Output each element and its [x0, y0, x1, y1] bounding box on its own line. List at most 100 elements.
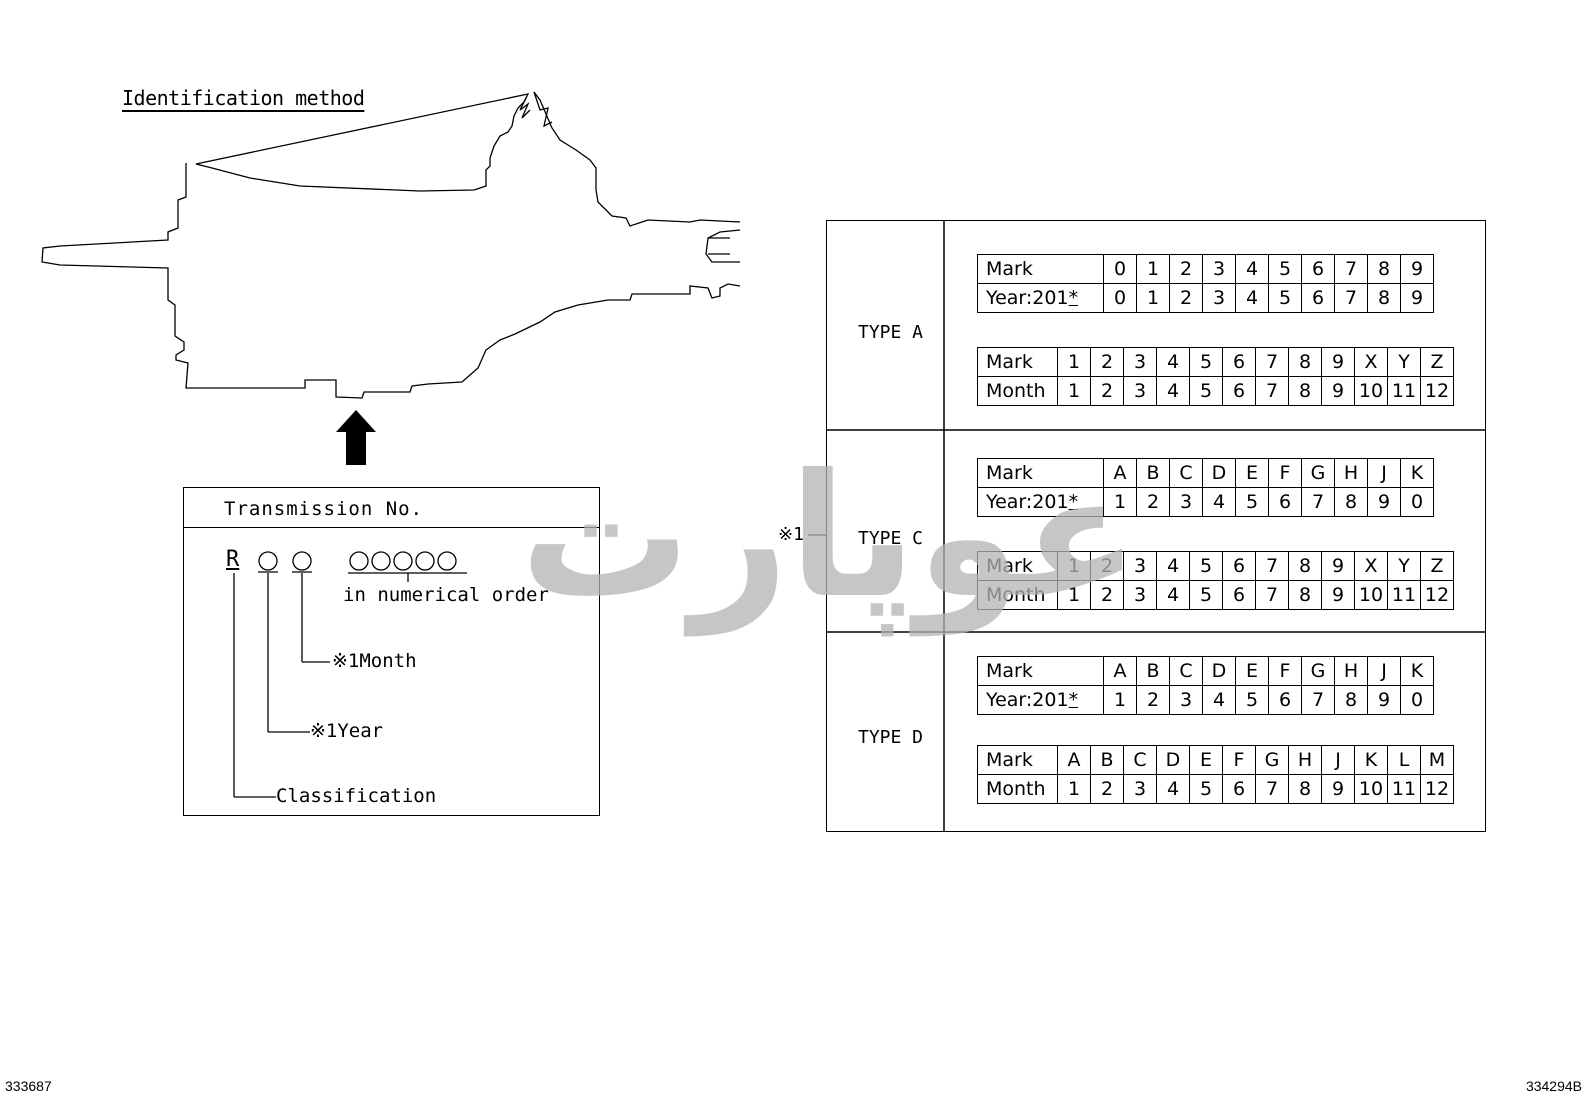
transmission-number-box: Transmission No.	[183, 487, 600, 816]
mark-row-label: Mark	[977, 656, 1104, 686]
table-cell: 8	[1334, 685, 1368, 715]
table-cell: 6	[1222, 347, 1256, 377]
table-cell: 9	[1321, 551, 1355, 581]
table-cell: 6	[1268, 685, 1302, 715]
up-arrow-icon	[336, 410, 376, 465]
table-cell: 6	[1301, 283, 1335, 313]
year-row-label: Year:201*	[977, 685, 1104, 715]
table-cell: 2	[1169, 254, 1203, 284]
table-cell: 1	[1057, 774, 1091, 804]
table-cell: 8	[1288, 551, 1322, 581]
month-label: ※1Month	[332, 650, 417, 672]
table-cell: J	[1367, 656, 1401, 686]
table-cell: 3	[1202, 254, 1236, 284]
table-cell: 9	[1400, 283, 1434, 313]
table-cell: 7	[1255, 347, 1289, 377]
table-cell: 8	[1288, 347, 1322, 377]
type-dividers	[826, 220, 1486, 832]
table-cell: C	[1169, 656, 1203, 686]
table-cell: 4	[1235, 283, 1269, 313]
table-cell: X	[1354, 347, 1388, 377]
leader-lines	[233, 551, 467, 798]
table-cell: G	[1301, 656, 1335, 686]
month-row-label: Month	[977, 580, 1058, 610]
table-cell: 12	[1420, 580, 1454, 610]
table-cell: C	[1123, 745, 1157, 775]
mark-row-label: Mark	[977, 347, 1058, 377]
classification-char: R	[226, 547, 240, 572]
table-cell: A	[1103, 656, 1137, 686]
table-cell: 9	[1367, 685, 1401, 715]
table-cell: K	[1400, 458, 1434, 488]
table-cell: 6	[1222, 580, 1256, 610]
table-cell: F	[1268, 458, 1302, 488]
table-cell: 7	[1301, 685, 1335, 715]
table-cell: 4	[1156, 580, 1190, 610]
table-cell: 7	[1255, 551, 1289, 581]
table-cell: 2	[1090, 347, 1124, 377]
table-cell: K	[1400, 656, 1434, 686]
table-cell: 11	[1387, 580, 1421, 610]
mark-row-label: Mark	[977, 551, 1058, 581]
table-cell: 7	[1334, 283, 1368, 313]
table-cell: H	[1334, 458, 1368, 488]
year-label: ※1Year	[310, 720, 384, 742]
transmission-number-header: Transmission No.	[184, 488, 599, 528]
table-cell: K	[1354, 745, 1388, 775]
table-cell: 9	[1367, 487, 1401, 517]
table-cell: 4	[1156, 347, 1190, 377]
table-cell: 5	[1189, 580, 1223, 610]
table-cell: 5	[1235, 685, 1269, 715]
table-cell: E	[1235, 656, 1269, 686]
table-cell: 3	[1169, 487, 1203, 517]
table-cell: 3	[1123, 774, 1157, 804]
table-cell: 6	[1222, 376, 1256, 406]
table-cell: 3	[1123, 376, 1157, 406]
table-cell: 11	[1387, 774, 1421, 804]
table-cell: Y	[1387, 551, 1421, 581]
table-cell: 7	[1255, 580, 1289, 610]
numerical-order-label: in numerical order	[343, 584, 549, 606]
table-cell: 7	[1334, 254, 1368, 284]
mark-row-label: Mark	[977, 254, 1104, 284]
watermark-logo: عوپارت	[520, 438, 1140, 636]
table-cell: 8	[1288, 580, 1322, 610]
table-cell: B	[1136, 656, 1170, 686]
table-cell: 2	[1169, 283, 1203, 313]
table-cell: E	[1189, 745, 1223, 775]
table-cell: X	[1354, 551, 1388, 581]
table-cell: 12	[1420, 774, 1454, 804]
table-cell: L	[1387, 745, 1421, 775]
table-cell: 2	[1090, 376, 1124, 406]
table-cell: 0	[1400, 487, 1434, 517]
type-c-label: TYPE C	[858, 528, 924, 549]
table-cell: Y	[1387, 347, 1421, 377]
year-star: *	[1068, 491, 1079, 513]
table-cell: C	[1169, 458, 1203, 488]
table-cell: 1	[1103, 487, 1137, 517]
table-cell: 6	[1222, 774, 1256, 804]
table-cell: 5	[1268, 283, 1302, 313]
table-cell: 8	[1288, 376, 1322, 406]
table-cell: M	[1420, 745, 1454, 775]
table-cell: 5	[1189, 347, 1223, 377]
table-cell: 1	[1136, 283, 1170, 313]
table-cell: 5	[1189, 551, 1223, 581]
table-cell: D	[1202, 656, 1236, 686]
year-star: *	[1068, 287, 1079, 309]
footer-left-code: 333687	[5, 1078, 52, 1094]
table-cell: 1	[1057, 580, 1091, 610]
table-cell: 0	[1103, 283, 1137, 313]
table-cell: 10	[1354, 774, 1388, 804]
table-cell: 8	[1367, 254, 1401, 284]
table-cell: 2	[1090, 774, 1124, 804]
table-cell: 7	[1255, 774, 1289, 804]
